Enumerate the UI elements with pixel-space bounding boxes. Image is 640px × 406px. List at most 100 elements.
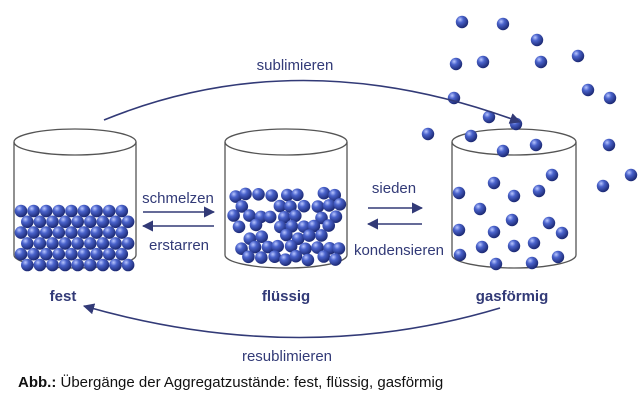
particle-liquid [254, 251, 268, 264]
label-boiling: sieden [372, 180, 416, 197]
particle-liquid [243, 209, 256, 222]
particle-liquid [235, 200, 249, 213]
particle-solid [52, 204, 66, 218]
particle-gas [487, 225, 501, 239]
particle-liquid [239, 187, 252, 201]
particle-solid [27, 247, 40, 261]
particle-liquid [329, 210, 343, 223]
particle-gas [487, 176, 501, 190]
particle-solid [115, 226, 129, 239]
particle-solid [84, 215, 97, 229]
particle-solid [90, 247, 103, 261]
particle-liquid [281, 188, 294, 202]
particle-liquid [227, 209, 240, 222]
particle-solid [33, 237, 47, 250]
particle-liquid [317, 186, 331, 200]
particle-gas [525, 256, 539, 270]
particle-solid [58, 258, 72, 272]
particle-liquid [261, 240, 275, 254]
particle-solid [102, 204, 116, 218]
state-label-gas: gasförmig [476, 288, 549, 305]
particle-solid [71, 237, 84, 250]
particle-solid [96, 215, 110, 229]
label-sublimation: sublimieren [257, 57, 334, 74]
particle-solid [65, 204, 78, 218]
particle-liquid [289, 249, 303, 263]
particle-solid [115, 204, 129, 218]
particle-solid [115, 247, 129, 261]
particle-liquid [252, 188, 265, 201]
particle-solid [77, 204, 91, 218]
particle-solid [90, 226, 103, 239]
particle-solid [33, 215, 47, 229]
label-melting: schmelzen [142, 190, 214, 207]
particle-gas [489, 257, 503, 271]
arrow-sublimation [103, 79, 522, 124]
particle-gas [507, 239, 521, 253]
particle-gas [473, 202, 487, 216]
particle-liquid [263, 210, 277, 224]
particle-solid [90, 204, 103, 218]
particle-solid [33, 258, 47, 272]
particle-liquid [229, 190, 242, 203]
particle-gas [452, 186, 466, 200]
particle-solid [71, 215, 84, 229]
particle-gas [496, 17, 510, 31]
particle-solid [102, 247, 116, 261]
particle-solid [39, 226, 53, 239]
particle-solid [109, 237, 122, 250]
particle-liquid [329, 253, 342, 266]
particle-liquid [249, 218, 263, 232]
particle-liquid [333, 198, 347, 211]
particle-gas [464, 129, 478, 143]
particle-liquid [311, 200, 325, 213]
particle-liquid [242, 250, 255, 264]
particle-solid [46, 237, 59, 250]
particle-solid [39, 247, 53, 261]
particle-solid [52, 247, 66, 261]
particle-solid [65, 226, 78, 239]
particle-solid [71, 258, 84, 272]
particle-gas [571, 49, 585, 63]
particle-gas [449, 57, 463, 71]
particle-liquid [255, 230, 268, 243]
particle-solid [109, 258, 122, 272]
particle-gas [475, 240, 489, 254]
particle-solid [96, 258, 110, 272]
particle-gas [453, 248, 467, 262]
particle-gas [455, 15, 469, 29]
particle-solid [52, 226, 66, 239]
particle-liquid [268, 250, 282, 263]
particle-solid [65, 247, 78, 261]
particle-gas [476, 55, 490, 69]
particle-liquid [322, 219, 336, 232]
particle-liquid [332, 242, 346, 255]
particle-solid [121, 215, 135, 229]
particle-liquid [322, 199, 336, 212]
particle-gas [545, 168, 559, 182]
figure-caption: Abb.: Übergänge der Aggregatzustände: fe… [18, 374, 443, 391]
particle-liquid [299, 242, 312, 256]
state-label-liquid: flüssig [262, 288, 310, 305]
particle-solid [84, 258, 97, 272]
particle-gas [596, 179, 610, 193]
particle-gas [496, 144, 510, 158]
label-freezing: erstarren [149, 237, 209, 254]
particle-solid [27, 204, 40, 218]
particle-liquid [302, 229, 316, 242]
particle-solid [21, 258, 34, 272]
particle-liquid [248, 240, 262, 254]
particle-solid [14, 226, 28, 239]
particle-gas [534, 55, 548, 69]
particle-solid [39, 204, 53, 218]
label-condensing: kondensieren [354, 242, 444, 259]
particle-solid [96, 237, 110, 250]
particle-gas [603, 91, 617, 105]
particle-solid [121, 237, 135, 250]
particle-liquid [232, 220, 246, 234]
particle-gas [542, 216, 556, 230]
label-deposition: resublimieren [242, 348, 332, 365]
particle-solid [14, 247, 28, 261]
particle-liquid [289, 209, 302, 223]
